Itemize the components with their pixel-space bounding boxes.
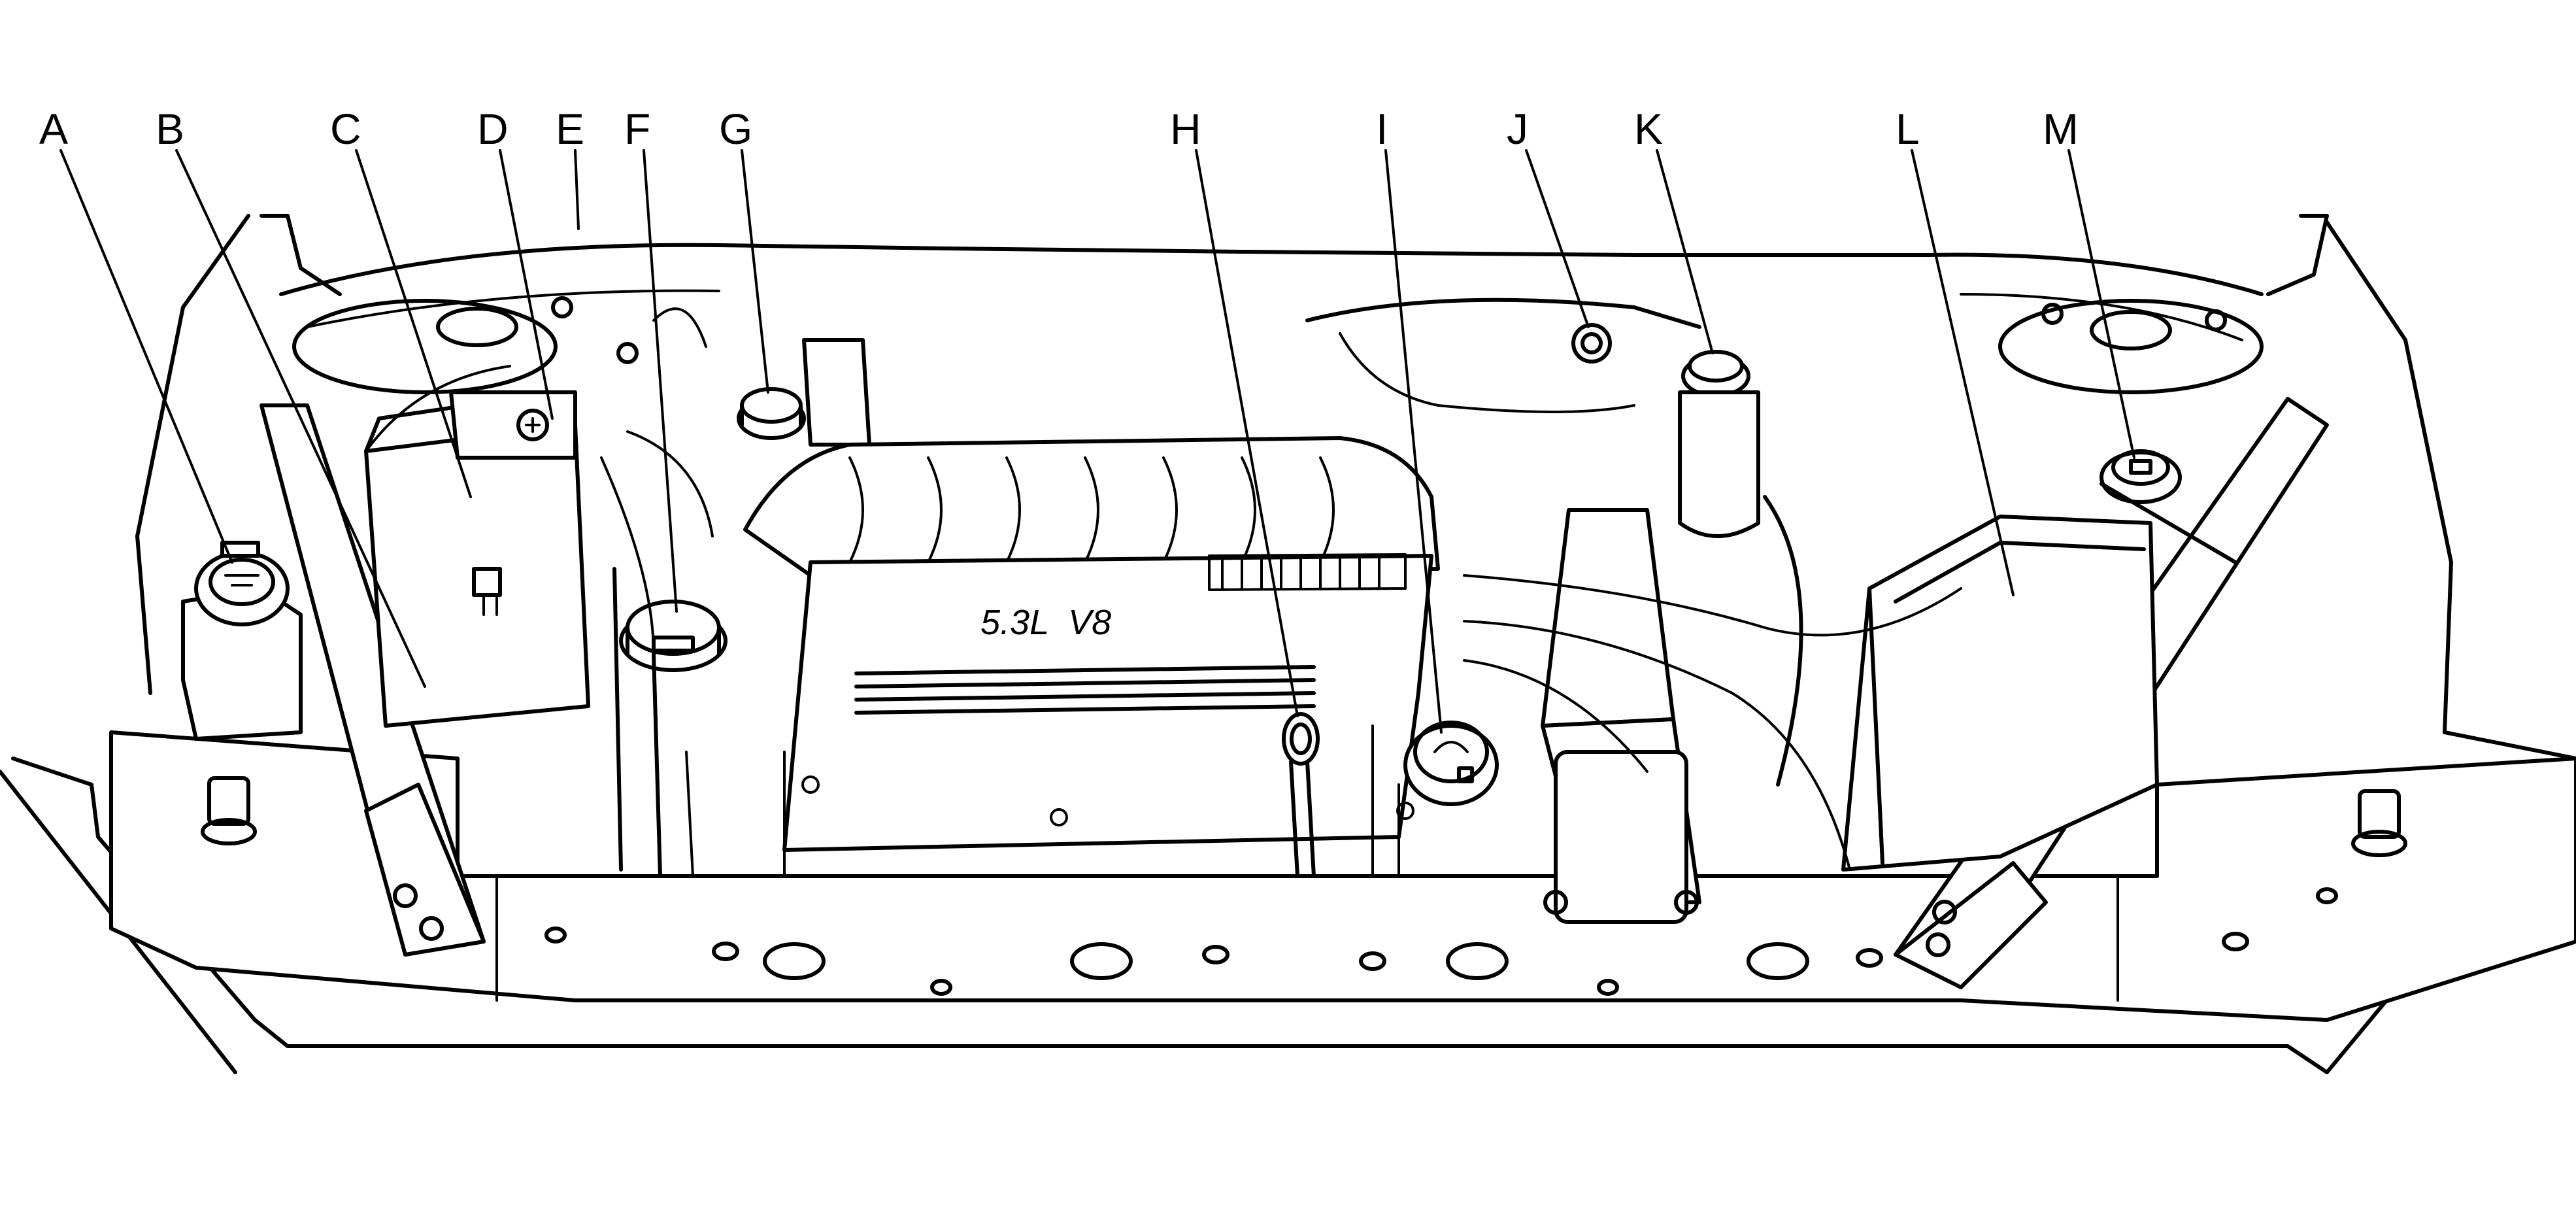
callout-f: F (624, 105, 650, 153)
callout-h: H (1170, 105, 1201, 153)
engine-oil-dipstick (1282, 712, 1320, 878)
air-cleaner (1841, 515, 2159, 872)
strut-towers (292, 296, 2264, 394)
callout-m: M (2043, 105, 2079, 153)
brake-fluid-reservoir (1305, 298, 1701, 364)
fender-frame (0, 214, 2576, 1074)
callout-b: B (156, 105, 184, 153)
callout-leaders (59, 149, 2135, 734)
callout-l: L (1896, 105, 1920, 153)
coolant-surge-tank (1678, 350, 1760, 538)
washer-fluid-reservoir (181, 541, 303, 741)
wiring-harness (365, 307, 1962, 871)
engine-block (685, 724, 1414, 877)
callout-i: I (1376, 105, 1388, 153)
callout-j: J (1507, 105, 1528, 153)
left-hood-hinge (201, 403, 486, 957)
callout-e: E (556, 105, 584, 153)
remote-positive-terminal (449, 390, 577, 460)
right-fluid-cap (2099, 449, 2237, 564)
engine-badge: 5.3L V8 (980, 603, 1111, 642)
cowl-panel (279, 243, 2264, 341)
callout-d: D (477, 105, 509, 153)
callout-c: C (330, 105, 361, 153)
power-steering-reservoir (737, 338, 871, 447)
radiator-pressure-cap (612, 567, 728, 878)
throttle-body (1541, 495, 1803, 924)
engine-oil-fill-cap (1403, 721, 1499, 806)
engine-cover: 5.3L V8 (743, 436, 1440, 852)
callout-g: G (719, 105, 752, 153)
callout-a: A (39, 105, 68, 153)
callout-k: K (1634, 105, 1663, 153)
callout-labels: A B C D E F G H I J K L M (39, 105, 2079, 153)
